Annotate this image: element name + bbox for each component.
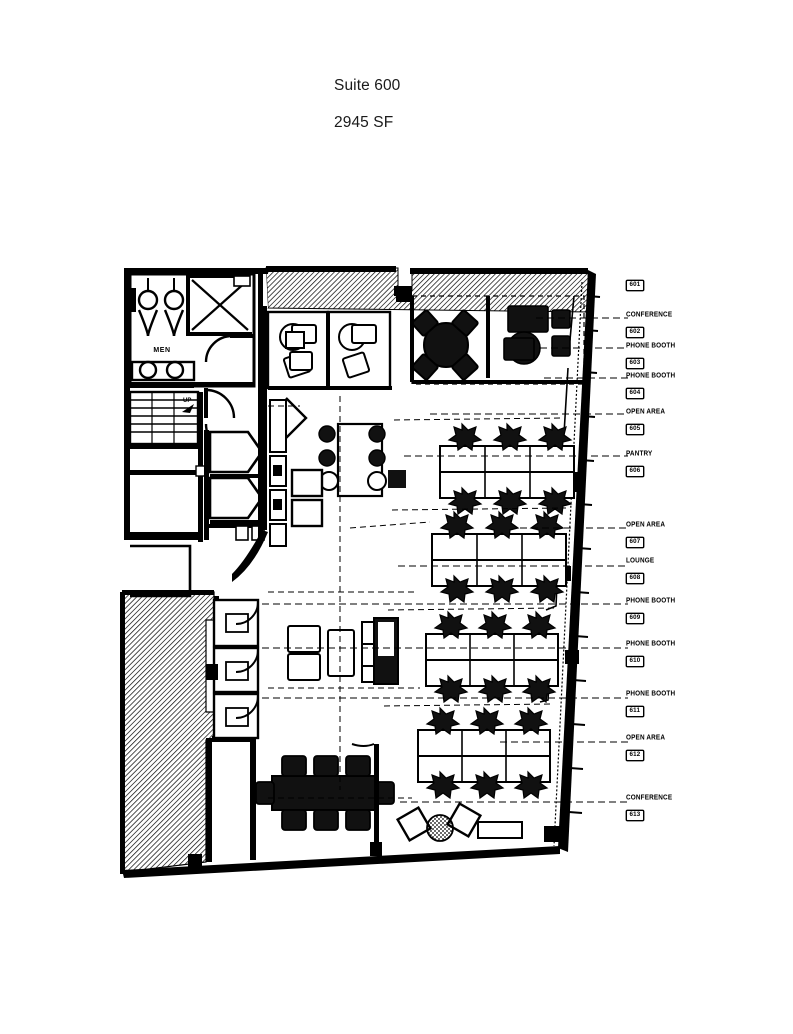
legend-label-605: OPEN AREA: [626, 408, 666, 416]
workstation-cluster-1: [439, 422, 575, 516]
workstation-cluster-2: [431, 510, 567, 604]
legend-leader-lines: [262, 317, 628, 803]
service-closet: [191, 279, 249, 331]
legend-number-611: 611: [626, 705, 644, 717]
building-core: MEN: [126, 268, 265, 598]
page-title: Suite 600 2945 SF: [334, 78, 634, 151]
curtain-wall-mullions: [568, 295, 601, 814]
legend-label-612: OPEN AREA: [626, 734, 666, 742]
legend-number-610: 610: [626, 655, 644, 667]
legend-item-611[interactable]: PHONE BOOTH 611: [626, 690, 726, 717]
legend-item-605[interactable]: OPEN AREA 605: [626, 408, 726, 435]
legend-item-604[interactable]: PHONE BOOTH 604: [626, 372, 726, 399]
suite-title: Suite 600: [334, 77, 401, 94]
pantry-partition: [285, 397, 324, 528]
legend-label-607: OPEN AREA: [626, 521, 666, 529]
open-area-605-furniture: [285, 331, 313, 371]
legend-label-611: PHONE BOOTH: [626, 690, 676, 698]
conference-furniture-cluster: [503, 305, 571, 365]
legend-label-610: PHONE BOOTH: [626, 640, 676, 648]
legend-number-604: 604: [626, 387, 644, 399]
elevator-lobby: [130, 388, 265, 542]
legend-label-603: PHONE BOOTH: [626, 342, 676, 350]
restroom-label: MEN: [153, 347, 170, 354]
legend-item-602[interactable]: CONFERENCE 602: [626, 311, 726, 338]
legend-number-607: 607: [626, 536, 644, 548]
legend-label-608: LOUNGE: [626, 557, 655, 565]
legend-number-608: 608: [626, 572, 644, 584]
legend-label-606: PANTRY: [626, 450, 653, 458]
legend-number-606: 606: [626, 465, 644, 477]
hatched-adjacent-space-left: [123, 591, 215, 873]
legend-number-609: 609: [626, 612, 644, 624]
restroom-fixtures-bottom: [130, 360, 196, 382]
stairwell: UP: [128, 390, 200, 446]
lounge-sofa-dark: [373, 617, 399, 685]
workstation-cluster-3: [425, 610, 559, 704]
legend-item-606[interactable]: PANTRY 606: [626, 450, 726, 477]
legend-number-613: 613: [626, 809, 644, 821]
legend-label-609: PHONE BOOTH: [626, 597, 676, 605]
phone-booth-rooms-top: [266, 310, 392, 390]
conference-room-602: [410, 295, 585, 385]
legend-item-609[interactable]: PHONE BOOTH 609: [626, 597, 726, 624]
legend-item-607[interactable]: OPEN AREA 607: [626, 521, 726, 548]
legend-item-603[interactable]: PHONE BOOTH 603: [626, 342, 726, 369]
room-legend: 601 CONFERENCE 602 PHONE BOOTH 603 PHONE…: [626, 273, 726, 843]
legend-item-601[interactable]: 601: [626, 273, 726, 291]
legend-item-608[interactable]: LOUNGE 608: [626, 557, 726, 584]
legend-number-602: 602: [626, 326, 644, 338]
phone-booth-rooms-left: [206, 598, 260, 740]
legend-label-604: PHONE BOOTH: [626, 372, 676, 380]
legend-number-601: 601: [626, 279, 644, 291]
pantry-millwork: [269, 399, 287, 547]
suite-area: 2945 SF: [334, 113, 394, 131]
pantry-606: [318, 422, 406, 498]
legend-item-613[interactable]: CONFERENCE 613: [626, 794, 726, 821]
legend-number-603: 603: [626, 357, 644, 369]
lounge-608-furniture: [287, 617, 399, 685]
lounge-seating-bottom-right: [395, 801, 523, 843]
conference-room-613: [255, 743, 395, 846]
restroom-fixtures-top: [137, 278, 185, 337]
legend-number-612: 612: [626, 749, 644, 761]
legend-label-602: CONFERENCE: [626, 311, 673, 319]
legend-item-610[interactable]: PHONE BOOTH 610: [626, 640, 726, 667]
zone-dashed-lines: [268, 396, 567, 799]
workstation-cluster-4: [417, 706, 551, 800]
stair-direction-label: UP: [183, 398, 191, 404]
legend-label-613: CONFERENCE: [626, 794, 673, 802]
legend-number-605: 605: [626, 423, 644, 435]
legend-item-612[interactable]: OPEN AREA 612: [626, 734, 726, 761]
